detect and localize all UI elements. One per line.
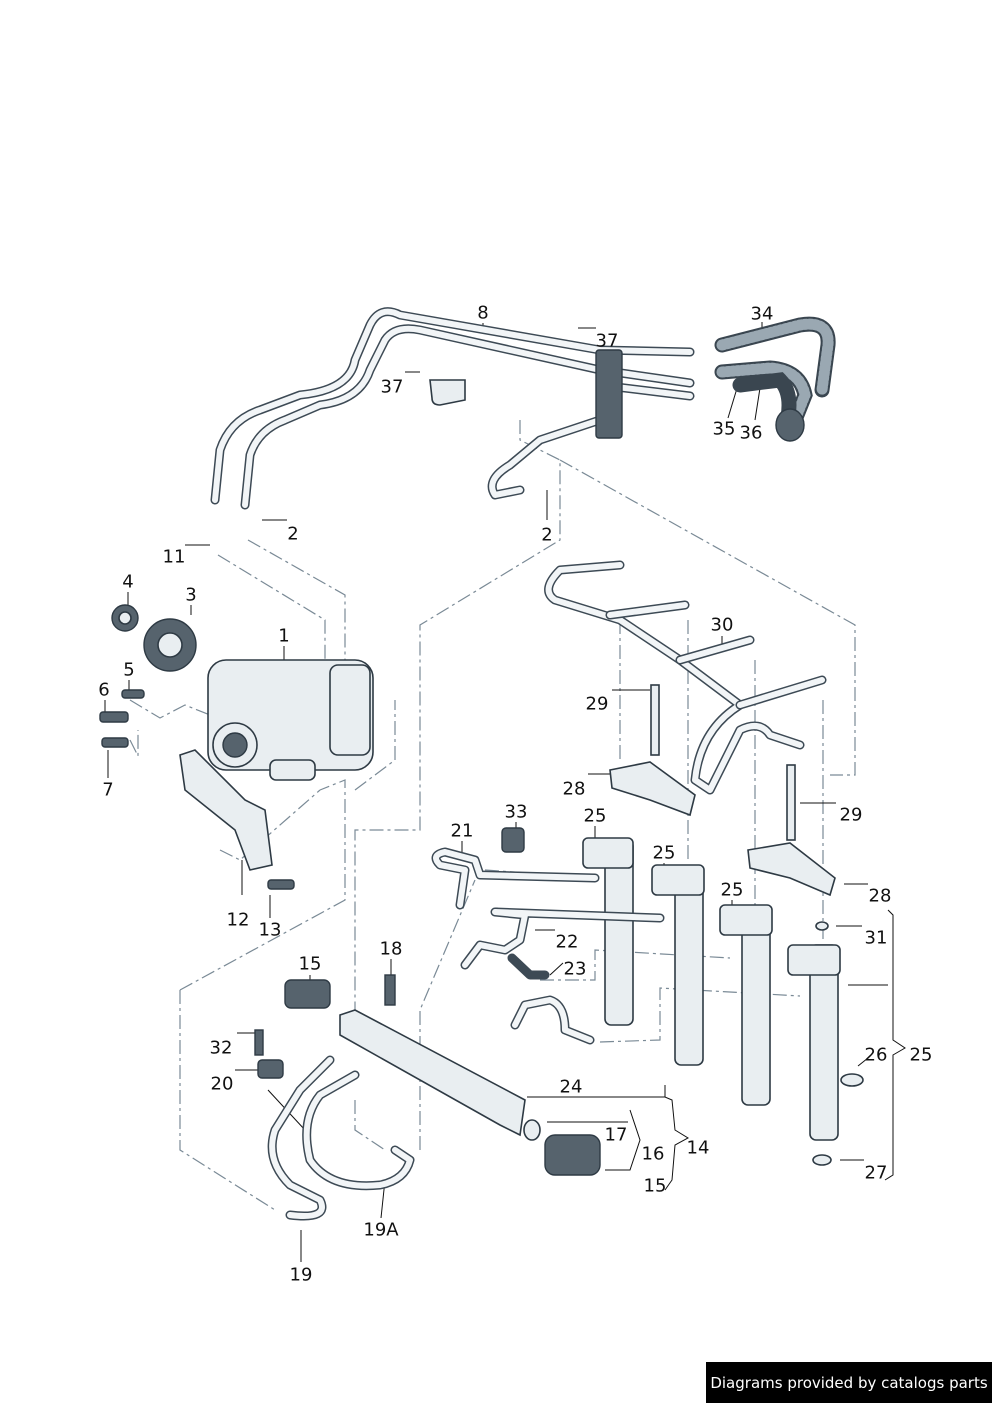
callout-26: 26 (864, 1044, 888, 1066)
callout-31: 31 (864, 927, 888, 949)
callout-8: 8 (477, 302, 489, 324)
callout-15: 15 (643, 1175, 667, 1197)
callout-28: 28 (868, 885, 892, 907)
callout-22: 22 (555, 931, 579, 953)
callout-3: 3 (185, 584, 197, 606)
hoses (714, 316, 836, 442)
callout-25: 25 (909, 1044, 933, 1066)
fuel-rail (254, 827, 665, 1221)
callout-25: 25 (652, 842, 676, 864)
callout-1: 1 (278, 625, 290, 647)
callout-28: 28 (562, 778, 586, 800)
callout-36: 36 (739, 422, 763, 444)
callout-6: 6 (98, 679, 110, 701)
callout-23: 23 (563, 958, 587, 980)
callout-20: 20 (210, 1073, 234, 1095)
callout-32: 32 (209, 1037, 233, 1059)
callout-2: 2 (541, 524, 553, 546)
callout-25: 25 (583, 805, 607, 827)
callout-19a: 19A (363, 1219, 399, 1241)
callout-33: 33 (504, 801, 528, 823)
callout-13: 13 (258, 919, 282, 941)
callout-4: 4 (122, 571, 134, 593)
callout-37: 37 (380, 376, 404, 398)
callout-14: 14 (686, 1137, 710, 1159)
injectors (582, 837, 864, 1166)
callout-16: 16 (641, 1143, 665, 1165)
callout-29: 29 (839, 804, 863, 826)
callout-15: 15 (298, 953, 322, 975)
attribution-footer: Diagrams provided by catalogs parts (706, 1362, 992, 1403)
clamps (609, 684, 836, 897)
callout-12: 12 (226, 909, 250, 931)
callout-27: 27 (864, 1162, 888, 1184)
callout-19: 19 (289, 1264, 313, 1286)
callout-11: 11 (162, 546, 186, 568)
callout-5: 5 (123, 659, 135, 681)
leak-off-line (544, 560, 827, 795)
callout-29: 29 (585, 693, 609, 715)
callout-37: 37 (595, 330, 619, 352)
callout-21: 21 (450, 820, 474, 842)
leader-lines (104, 322, 906, 1262)
callout-35: 35 (712, 418, 736, 440)
callout-34: 34 (750, 303, 774, 325)
callout-7: 7 (102, 779, 114, 801)
callout-17: 17 (604, 1124, 628, 1146)
callout-30: 30 (710, 614, 734, 636)
fuel-return-lines (210, 307, 695, 510)
high-pressure-pump (99, 604, 374, 890)
callout-18: 18 (379, 938, 403, 960)
callout-24: 24 (559, 1076, 583, 1098)
callout-2: 2 (287, 523, 299, 545)
callout-25: 25 (720, 879, 744, 901)
